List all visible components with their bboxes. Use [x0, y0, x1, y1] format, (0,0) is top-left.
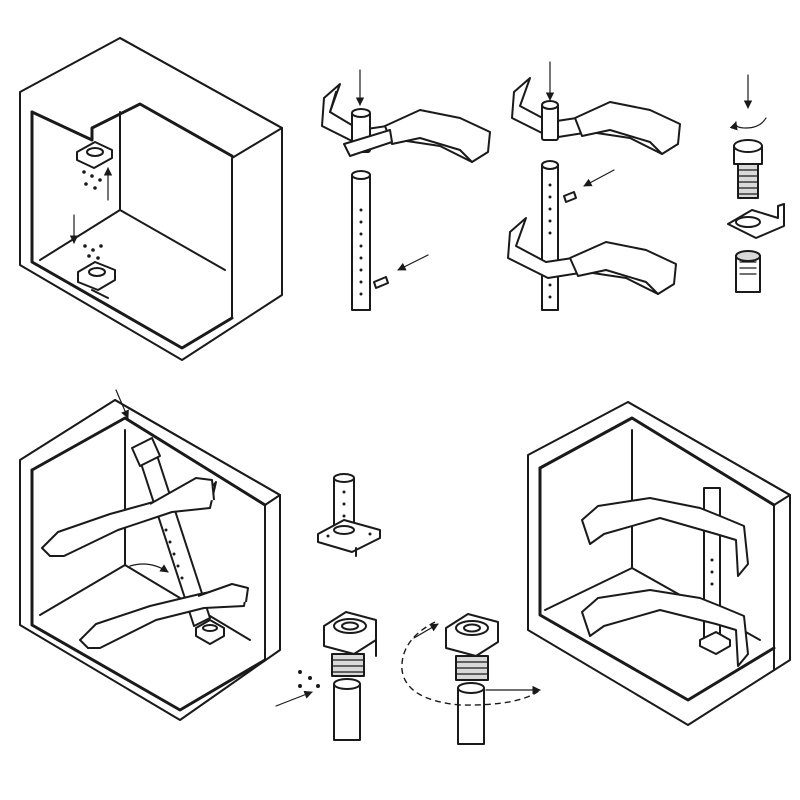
pin: [373, 276, 389, 289]
pin: [563, 191, 577, 203]
pole-tilted: [131, 437, 211, 627]
rotate-icon: [413, 623, 439, 639]
step-foot-rotate-adjust: [401, 613, 541, 745]
step-finished-cabinet: [527, 401, 791, 726]
step-foot-bracket-screws: [275, 611, 377, 741]
arrow-icon: [129, 563, 169, 573]
arrow-icon: [115, 389, 129, 419]
arrow-icon: [397, 254, 429, 271]
pole: [351, 170, 371, 311]
arrow-icon: [583, 169, 615, 187]
screws-top: [82, 170, 102, 190]
arrow-icon: [275, 690, 313, 707]
step-pole-bottom-bracket: [317, 473, 381, 557]
step-pole-install-in-cabinet: [19, 389, 281, 721]
top-bracket: [76, 141, 113, 169]
rotate-icon: [729, 117, 767, 131]
step-adjustable-foot-screw: [727, 74, 785, 293]
pole-upper: [541, 160, 559, 311]
step-cabinet-base-mounting: [19, 37, 283, 361]
step-second-basket-on-pole: [507, 61, 681, 311]
bottom-bracket: [77, 261, 116, 299]
screws-bottom: [83, 244, 103, 260]
step-basket-on-pole: [321, 69, 491, 311]
